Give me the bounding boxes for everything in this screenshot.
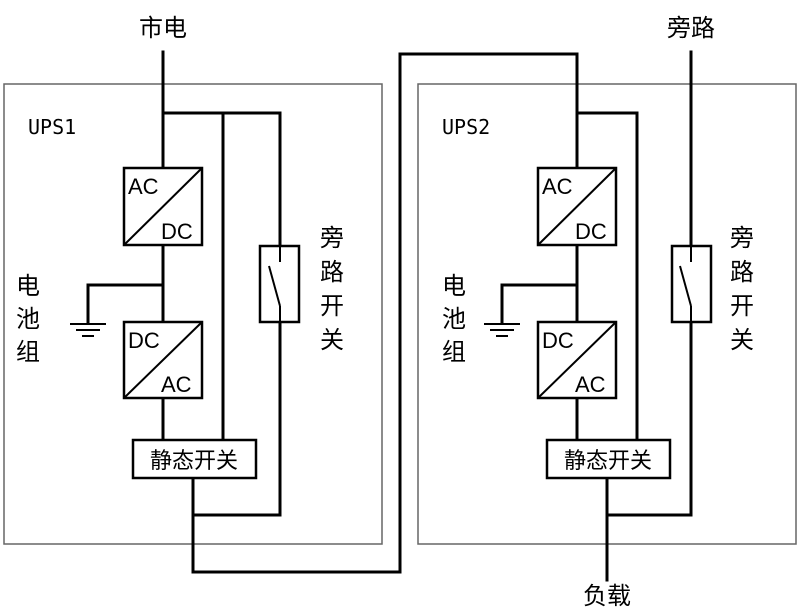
ground-icon <box>70 323 106 337</box>
bypass-switch-label: 旁 路 开 关 <box>320 225 344 354</box>
rectifier-ac-label: AC <box>542 174 573 199</box>
inverter-ac-label: AC <box>161 372 192 397</box>
static-switch-label: 静态开关 <box>564 448 652 473</box>
ups2-rectifier: AC DC <box>536 166 618 247</box>
ups1-rectifier: AC DC <box>122 166 204 247</box>
svg-text:旁: 旁 <box>730 225 754 252</box>
ups1-static-switch: 静态开关 <box>131 438 258 480</box>
ups1-inverter: DC AC <box>122 320 204 400</box>
bypass-switch-label: 旁 路 开 关 <box>730 225 754 354</box>
mains-label: 市电 <box>139 15 187 42</box>
ups-link-wire <box>191 52 579 574</box>
svg-text:电: 电 <box>442 273 466 300</box>
inverter-dc-label: DC <box>128 328 160 353</box>
ups2-bypass-switch <box>670 244 713 324</box>
inverter-ac-label: AC <box>575 372 606 397</box>
ups2-label: UPS2 <box>442 115 490 139</box>
battery-label: 电 池 组 <box>442 273 466 366</box>
svg-text:开: 开 <box>320 293 344 320</box>
ups2-inverter: DC AC <box>536 320 618 400</box>
svg-text:组: 组 <box>16 339 40 366</box>
rectifier-dc-label: DC <box>161 219 193 244</box>
load-label: 负载 <box>583 583 631 610</box>
svg-text:电: 电 <box>16 273 40 300</box>
ups2-wiring <box>500 50 693 582</box>
svg-text:开: 开 <box>730 293 754 320</box>
ups1-bypass-switch <box>258 244 301 324</box>
svg-text:池: 池 <box>442 306 466 333</box>
svg-text:路: 路 <box>730 259 754 286</box>
ups1-wiring <box>86 50 282 574</box>
rectifier-ac-label: AC <box>128 174 159 199</box>
ground-icon <box>484 323 520 337</box>
bypass-input-label: 旁路 <box>667 15 715 42</box>
ups2-static-switch: 静态开关 <box>545 438 672 480</box>
ups1-label: UPS1 <box>28 115 76 139</box>
svg-text:路: 路 <box>320 259 344 286</box>
rectifier-dc-label: DC <box>575 219 607 244</box>
svg-text:组: 组 <box>442 339 466 366</box>
svg-text:关: 关 <box>730 327 754 354</box>
svg-text:池: 池 <box>16 306 40 333</box>
svg-text:关: 关 <box>320 327 344 354</box>
svg-text:旁: 旁 <box>320 225 344 252</box>
battery-label: 电 池 组 <box>16 273 40 366</box>
inverter-dc-label: DC <box>542 328 574 353</box>
static-switch-label: 静态开关 <box>150 448 238 473</box>
